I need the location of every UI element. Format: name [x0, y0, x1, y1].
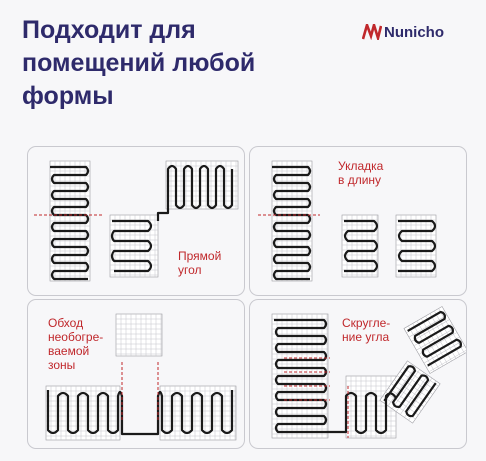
nunicho-logo-icon	[362, 24, 382, 40]
caption-right-angle: Прямой угол	[178, 249, 222, 277]
mesh-grid	[116, 314, 162, 356]
caption-bypass: Обход необогре- ваемой зоны	[48, 316, 104, 372]
brand-logo: Nunicho	[362, 22, 444, 42]
panel-lengthwise: Укладка в длину	[249, 146, 467, 296]
mesh-grid	[160, 386, 236, 440]
title-line-3: формы	[22, 82, 114, 110]
title-line-2: помещений любой	[22, 49, 256, 77]
caption-rounded: Скругле- ние угла	[342, 316, 391, 344]
title-line-1: Подходит для	[22, 16, 196, 44]
mesh-grid	[46, 386, 120, 440]
panel-rounded: Скругле- ние угла	[249, 299, 467, 449]
panel-right-angle: Прямой угол	[27, 146, 245, 296]
right-angle-diagram	[34, 160, 239, 282]
mesh-grid	[396, 215, 436, 277]
page-title: Подходит для помещений любой формы	[22, 14, 322, 113]
brand-name: Nunicho	[384, 23, 444, 41]
lengthwise-diagram	[258, 160, 437, 282]
bypass-diagram	[45, 313, 237, 441]
caption-lengthwise: Укладка в длину	[338, 159, 384, 187]
panel-bypass: Обход необогре- ваемой зоны	[27, 299, 245, 449]
rounded-diagram	[271, 306, 466, 439]
